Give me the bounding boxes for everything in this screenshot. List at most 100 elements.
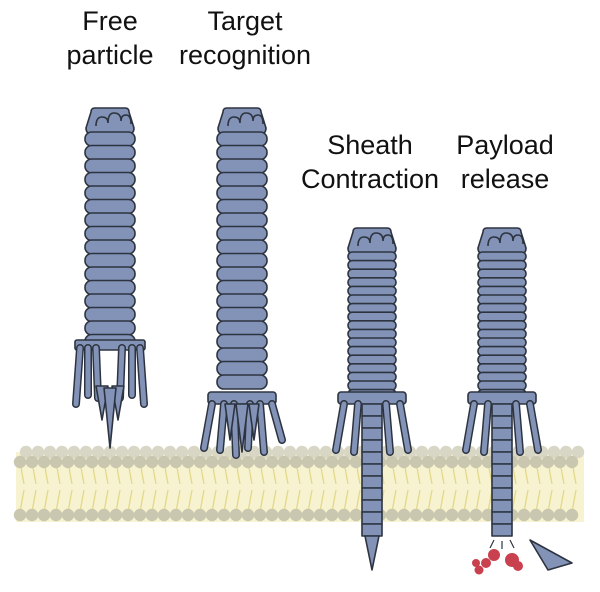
- baseplate-collar: [337, 391, 407, 405]
- tail-tube-segment: [361, 451, 383, 465]
- tail-tube-segment: [361, 403, 383, 417]
- label-target-recognition-line2: recognition: [178, 40, 312, 70]
- tail-spike: [364, 535, 380, 571]
- label-payload-release-line2: release: [460, 164, 550, 194]
- tail-tube-segment: [491, 499, 513, 513]
- tail-fiber: [269, 401, 285, 443]
- sheath-ring: [477, 354, 527, 366]
- lipid-head-back: [187, 445, 201, 459]
- lipid-tail: [391, 489, 397, 513]
- lipid-head-inner: [385, 508, 399, 522]
- lipid-tail: [199, 489, 205, 513]
- tail-spike: [224, 403, 236, 441]
- lipid-head-outer: [241, 455, 255, 469]
- tail-tube-segment: [361, 415, 383, 429]
- lipid-tail: [295, 489, 301, 513]
- lipid-head-inner: [73, 508, 87, 522]
- lipid-head-inner: [397, 508, 411, 522]
- lipid-head-inner: [25, 508, 39, 522]
- lipid-tail: [163, 489, 169, 513]
- lipid-head-outer: [277, 455, 291, 469]
- tail-fiber: [463, 401, 477, 453]
- lipid-head-outer: [121, 455, 135, 469]
- release-mark: [489, 539, 495, 549]
- tail-spike: [235, 403, 249, 453]
- lipid-head-outer: [457, 455, 471, 469]
- lipid-head-outer: [169, 455, 183, 469]
- sheath-ring: [216, 374, 268, 390]
- tail-tube-segment: [361, 427, 383, 441]
- lipid-head-back: [559, 445, 573, 459]
- lipid-head-inner: [517, 508, 531, 522]
- lipid-head-outer: [205, 455, 219, 469]
- lipid-tail: [175, 489, 181, 513]
- lipid-tail: [307, 489, 313, 513]
- sheath-ring: [216, 347, 268, 363]
- lipid-head-back: [295, 445, 309, 459]
- head-spike-detail: [227, 112, 264, 127]
- lipid-head-inner: [181, 508, 195, 522]
- baseplate-head: [85, 107, 135, 135]
- tail-spike: [103, 387, 117, 449]
- tail-fiber: [513, 401, 523, 455]
- target-recognition-phage: [200, 107, 286, 459]
- lipid-head-outer: [481, 455, 495, 469]
- sheath-ring: [477, 371, 527, 383]
- sheath-ring: [477, 319, 527, 331]
- lipid-head-inner: [421, 508, 435, 522]
- sheath-contraction-phage: [332, 227, 412, 571]
- sheath-ring: [84, 293, 136, 309]
- free-particle-phage: [72, 107, 148, 449]
- sheath-ring: [84, 212, 136, 228]
- sheath-ring: [84, 239, 136, 255]
- tail-tube-segment: [361, 487, 383, 501]
- lipid-head-inner: [217, 508, 231, 522]
- sheath-ring: [477, 337, 527, 348]
- lipid-head-inner: [277, 508, 291, 522]
- tail-tube-segment: [361, 475, 383, 489]
- baseplate-collar: [467, 391, 537, 405]
- label-free-particle: Free particle: [55, 4, 165, 72]
- payload-particle: [513, 561, 523, 571]
- label-sheath-contraction-line2: Contraction: [300, 164, 440, 194]
- lipid-head-inner: [349, 508, 363, 522]
- lipid-tail: [343, 489, 349, 513]
- tail-tube-segment: [491, 439, 513, 453]
- sheath-ring: [84, 252, 136, 269]
- sheath-ring: [347, 268, 397, 280]
- lipid-head-inner: [301, 508, 315, 522]
- lipid-head-outer: [337, 455, 351, 469]
- lipid-head-inner: [337, 508, 351, 522]
- lipid-head-outer: [73, 455, 87, 469]
- sheath-ring: [347, 259, 397, 271]
- lipid-head-inner: [565, 508, 579, 522]
- lipid-tail: [259, 489, 265, 513]
- sheath-ring: [347, 311, 397, 323]
- lipid-head-outer: [61, 455, 75, 469]
- label-target-recognition: Target recognition: [170, 4, 320, 72]
- sheath-ring: [84, 306, 136, 323]
- sheath-ring: [216, 293, 268, 309]
- released-spike: [529, 539, 573, 571]
- sheath-ring: [84, 320, 136, 336]
- tail-fiber: [351, 401, 361, 455]
- lipid-head-outer: [13, 455, 27, 469]
- tail-tube-segment: [361, 511, 383, 525]
- lipid-tail: [331, 489, 337, 513]
- lipid-head-inner: [481, 508, 495, 522]
- sheath-ring: [216, 198, 268, 215]
- lipid-head-inner: [433, 508, 447, 522]
- sheath-ring: [216, 185, 268, 201]
- lipid-head-back: [271, 445, 285, 459]
- lipid-head-outer: [145, 455, 159, 469]
- lipid-head-back: [151, 445, 165, 459]
- lipid-head-inner: [157, 508, 171, 522]
- sheath-ring: [347, 294, 397, 305]
- lipid-head-inner: [85, 508, 99, 522]
- lipid-tail: [91, 489, 97, 513]
- sheath-ring: [477, 380, 527, 391]
- lipid-head-inner: [133, 508, 147, 522]
- payload-particle: [481, 558, 491, 568]
- label-target-recognition-line1: Target: [207, 6, 283, 36]
- sheath-ring: [84, 266, 136, 282]
